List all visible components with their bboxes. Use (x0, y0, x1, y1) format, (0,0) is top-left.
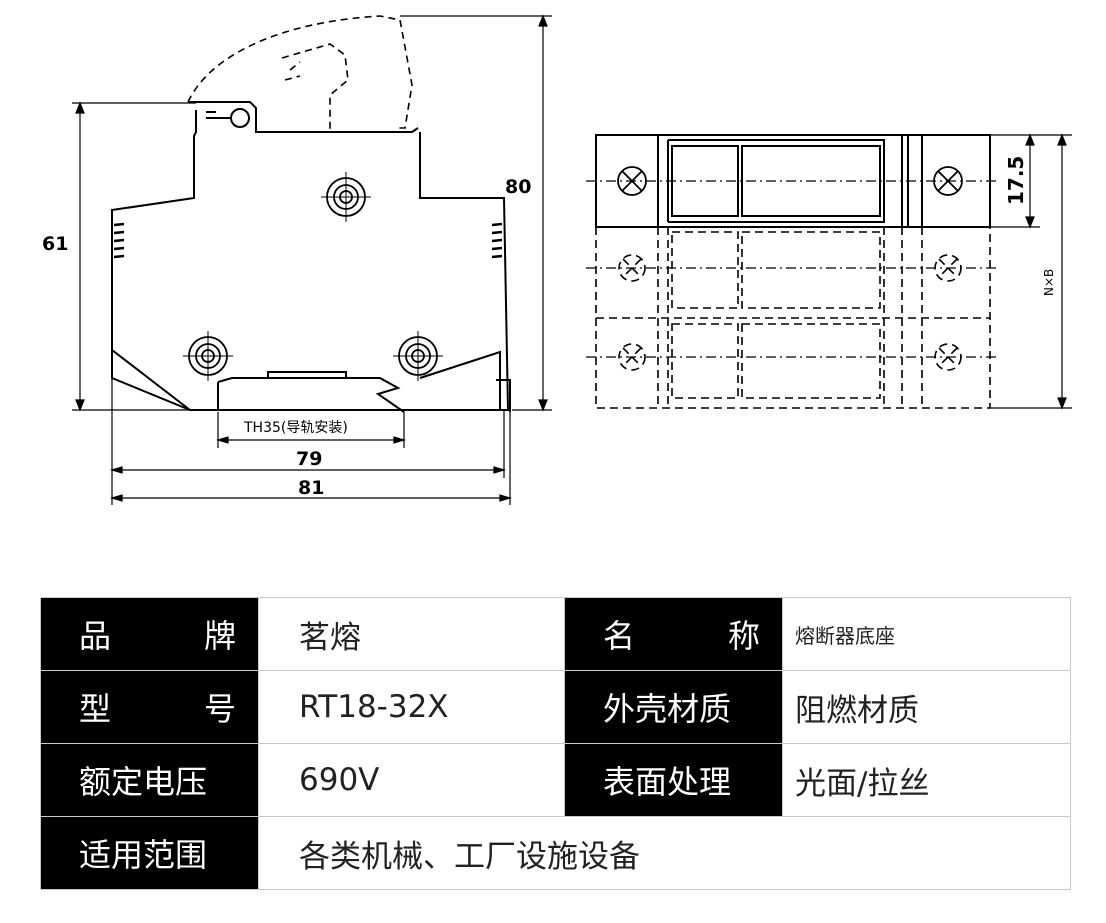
value-brand: 茗熔 (258, 597, 565, 671)
dim-pitch-17-5: 17.5 (1004, 156, 1028, 205)
dim-stack-nxb: N×B (1042, 269, 1056, 296)
stacked-modules-dashed (595, 227, 991, 409)
front-view (111, 15, 511, 413)
closed-handle (188, 101, 419, 133)
open-handle-outline (187, 15, 413, 129)
dim-width-79: 79 (296, 448, 322, 470)
spec-table: 品 牌 茗熔 名 称 熔断器底座 型 号 RT18-32X 外壳材质 阻燃材质 … (40, 597, 1071, 890)
screw-left (183, 331, 233, 381)
top-view (586, 134, 1000, 409)
screw-right (393, 331, 443, 381)
label-application: 适用范围 (40, 816, 259, 890)
fuse-base-dimension-drawing: 61 80 TH35(导轨安装) 79 81 (42, 14, 1072, 505)
dim-width-81: 81 (298, 477, 324, 499)
label-model: 型 号 (40, 670, 259, 744)
dim-height-80: 80 (505, 176, 531, 198)
spec-row-application: 适用范围 各类机械、工厂设施设备 (40, 816, 1071, 890)
dim-rail-label: TH35(导轨安装) (243, 420, 348, 436)
spec-row-voltage: 额定电压 690V 表面处理 光面/拉丝 (40, 743, 1071, 817)
front-dimensions (72, 14, 552, 505)
value-rated-voltage: 690V (258, 743, 565, 817)
top-dimensions (990, 133, 1072, 410)
value-housing-material: 阻燃材质 (782, 670, 1071, 744)
value-surface-finish: 光面/拉丝 (782, 743, 1071, 817)
screw-top (321, 172, 371, 222)
spec-row-model: 型 号 RT18-32X 外壳材质 阻燃材质 (40, 670, 1071, 744)
label-housing-material: 外壳材质 (564, 670, 783, 744)
value-name: 熔断器底座 (782, 597, 1071, 671)
value-model: RT18-32X (258, 670, 565, 744)
value-application: 各类机械、工厂设施设备 (258, 816, 1071, 890)
label-rated-voltage: 额定电压 (40, 743, 259, 817)
label-surface-finish: 表面处理 (564, 743, 783, 817)
label-name: 名 称 (564, 597, 783, 671)
dim-height-61: 61 (42, 233, 68, 255)
label-brand: 品 牌 (40, 597, 259, 671)
spec-row-brand: 品 牌 茗熔 名 称 熔断器底座 (40, 597, 1071, 671)
body-outline (111, 110, 510, 411)
